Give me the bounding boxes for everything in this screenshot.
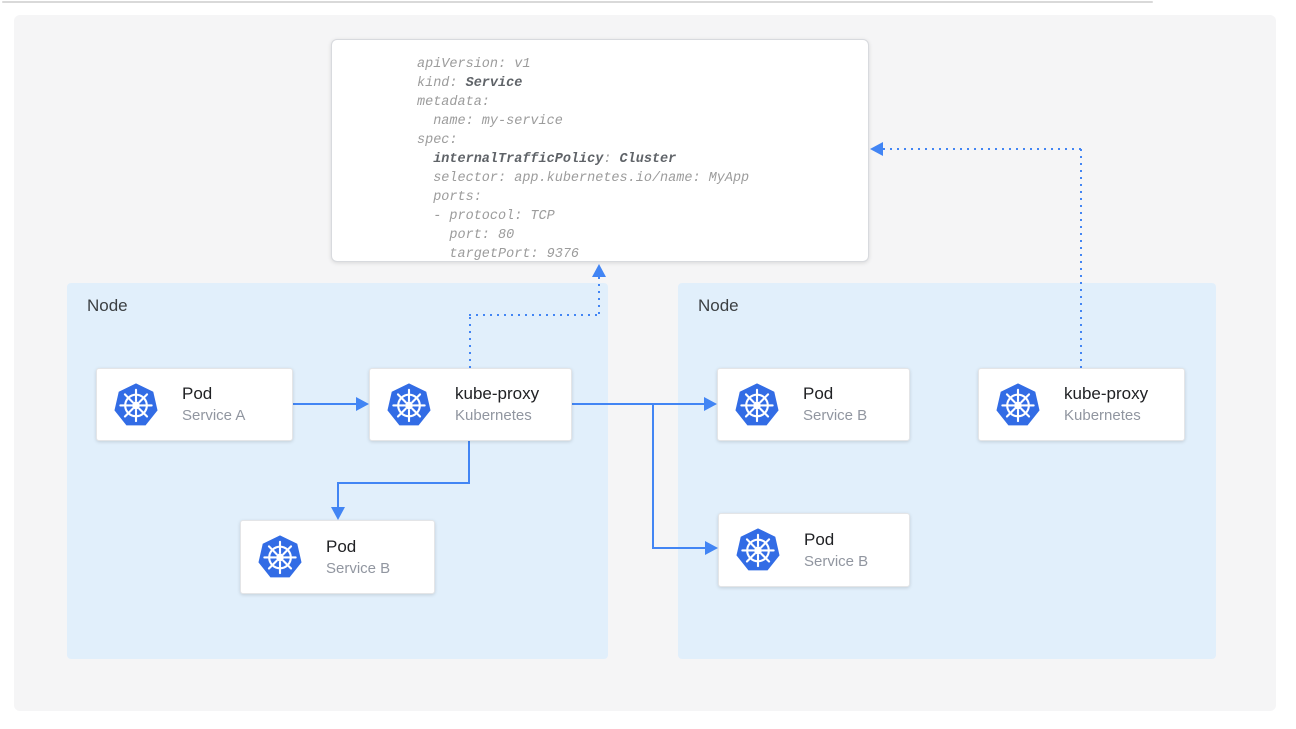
card-kube-proxy-left: kube-proxy Kubernetes xyxy=(369,368,572,441)
card-pod-service-b-right-top: Pod Service B xyxy=(717,368,910,441)
card-pod-service-a: Pod Service A xyxy=(96,368,293,441)
arrow-kubeproxy-left-horizontal xyxy=(337,482,470,484)
top-divider-line xyxy=(2,1,1153,3)
yaml-line: - protocol: TCP xyxy=(417,207,868,226)
kubernetes-icon xyxy=(733,382,781,428)
arrowhead-into-pod-b-right-bottom xyxy=(705,541,718,555)
yaml-line: kind: Service xyxy=(417,74,868,93)
card-title: Pod xyxy=(804,528,868,551)
card-subtitle: Service A xyxy=(182,405,245,427)
arrow-kubeproxy-to-pod-b-right-top xyxy=(572,403,704,405)
dotted-right-kubeproxy-up xyxy=(1080,149,1082,368)
arrow-branch-to-pod-b-right-bottom xyxy=(652,547,705,549)
card-title: Pod xyxy=(803,382,867,405)
dotted-right-horizontal xyxy=(883,148,1082,150)
arrowhead-into-pod-b-right-top xyxy=(704,397,717,411)
yaml-line: port: 80 xyxy=(417,226,868,245)
node-box-left: Node xyxy=(67,283,608,659)
card-title: kube-proxy xyxy=(455,382,539,405)
dotted-left-kubeproxy-up xyxy=(469,317,471,368)
yaml-line: spec: xyxy=(417,131,868,150)
kubernetes-icon xyxy=(734,527,782,573)
kubernetes-icon xyxy=(994,382,1042,428)
node-label: Node xyxy=(698,296,739,316)
yaml-line: internalTrafficPolicy: Cluster xyxy=(417,150,868,169)
card-subtitle: Service B xyxy=(803,405,867,427)
arrowhead-into-yaml-bottom xyxy=(592,264,606,277)
dotted-left-up-to-yaml xyxy=(598,277,600,314)
card-subtitle: Kubernetes xyxy=(455,405,539,427)
arrow-pod-a-to-kubeproxy xyxy=(293,403,357,405)
arrowhead-into-yaml-right xyxy=(870,142,883,156)
node-label: Node xyxy=(87,296,128,316)
card-subtitle: Service B xyxy=(804,551,868,573)
card-kube-proxy-right: kube-proxy Kubernetes xyxy=(978,368,1185,441)
yaml-line: ports: xyxy=(417,188,868,207)
arrow-kubeproxy-down xyxy=(468,440,470,484)
yaml-line: apiVersion: v1 xyxy=(417,55,868,74)
yaml-line: selector: app.kubernetes.io/name: MyApp xyxy=(417,169,868,188)
arrow-down-to-pod-b-left xyxy=(337,482,339,508)
card-subtitle: Kubernetes xyxy=(1064,405,1148,427)
yaml-line: targetPort: 9376 xyxy=(417,245,868,264)
yaml-line: metadata: xyxy=(417,93,868,112)
card-pod-service-b-left: Pod Service B xyxy=(240,520,435,594)
kubernetes-icon xyxy=(385,382,433,428)
card-title: kube-proxy xyxy=(1064,382,1148,405)
arrowhead-into-kubeproxy-left xyxy=(356,397,369,411)
card-pod-service-b-right-bottom: Pod Service B xyxy=(718,513,910,587)
card-subtitle: Service B xyxy=(326,558,390,580)
kubernetes-icon xyxy=(112,382,160,428)
yaml-line: name: my-service xyxy=(417,112,868,131)
card-title: Pod xyxy=(326,535,390,558)
card-title: Pod xyxy=(182,382,245,405)
node-box-right: Node xyxy=(678,283,1216,659)
arrow-branch-vertical xyxy=(652,403,654,549)
kubernetes-icon xyxy=(256,534,304,580)
arrowhead-into-pod-b-left xyxy=(331,507,345,520)
dotted-left-horizontal xyxy=(469,314,600,316)
yaml-manifest-panel: apiVersion: v1kind: Servicemetadata: nam… xyxy=(331,39,869,262)
